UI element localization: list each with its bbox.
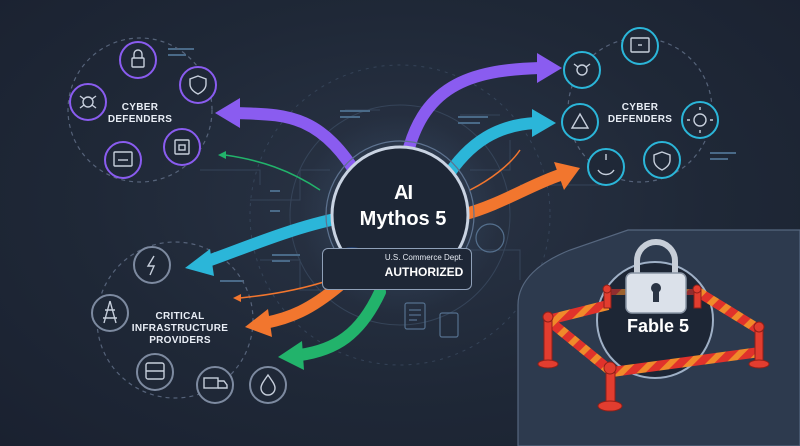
arrow-cyan-left	[185, 212, 346, 276]
authorization-badge-line1: U.S. Commerce Dept.	[384, 253, 464, 262]
thin-arrows	[218, 149, 521, 302]
left-top-icon-glyphs	[79, 49, 207, 167]
left-bottom-icon-glyphs	[103, 255, 276, 396]
left-top-cluster	[67, 37, 213, 183]
authorization-badge	[322, 248, 472, 290]
decor-documents	[404, 223, 505, 338]
arrow-purple-right	[399, 53, 562, 171]
arrow-purple-left	[215, 98, 366, 186]
center-title: Mythos 5	[359, 208, 447, 230]
arrow-orange-left	[245, 279, 346, 337]
stanchion-posts	[537, 284, 770, 412]
ai-logo: AI	[394, 182, 413, 204]
right-top-icon-glyphs	[570, 37, 713, 176]
left-bottom-cluster-label: CRITICAL INFRASTRUCTURE PROVIDERS	[131, 311, 229, 346]
right-top-cluster-label: CYBER DEFENDERS	[607, 102, 673, 125]
arrow-cyan-right	[439, 109, 556, 186]
padlock-icon	[625, 239, 687, 314]
authorization-badge-line2: AUTHORIZED	[384, 265, 464, 279]
restricted-model-label: Fable 5	[626, 316, 690, 336]
left-top-cluster-label: CYBER DEFENDERS	[107, 102, 173, 125]
arrow-green-left	[278, 286, 386, 370]
left-bottom-cluster	[96, 241, 254, 399]
right-top-icon-nodes	[561, 27, 719, 186]
